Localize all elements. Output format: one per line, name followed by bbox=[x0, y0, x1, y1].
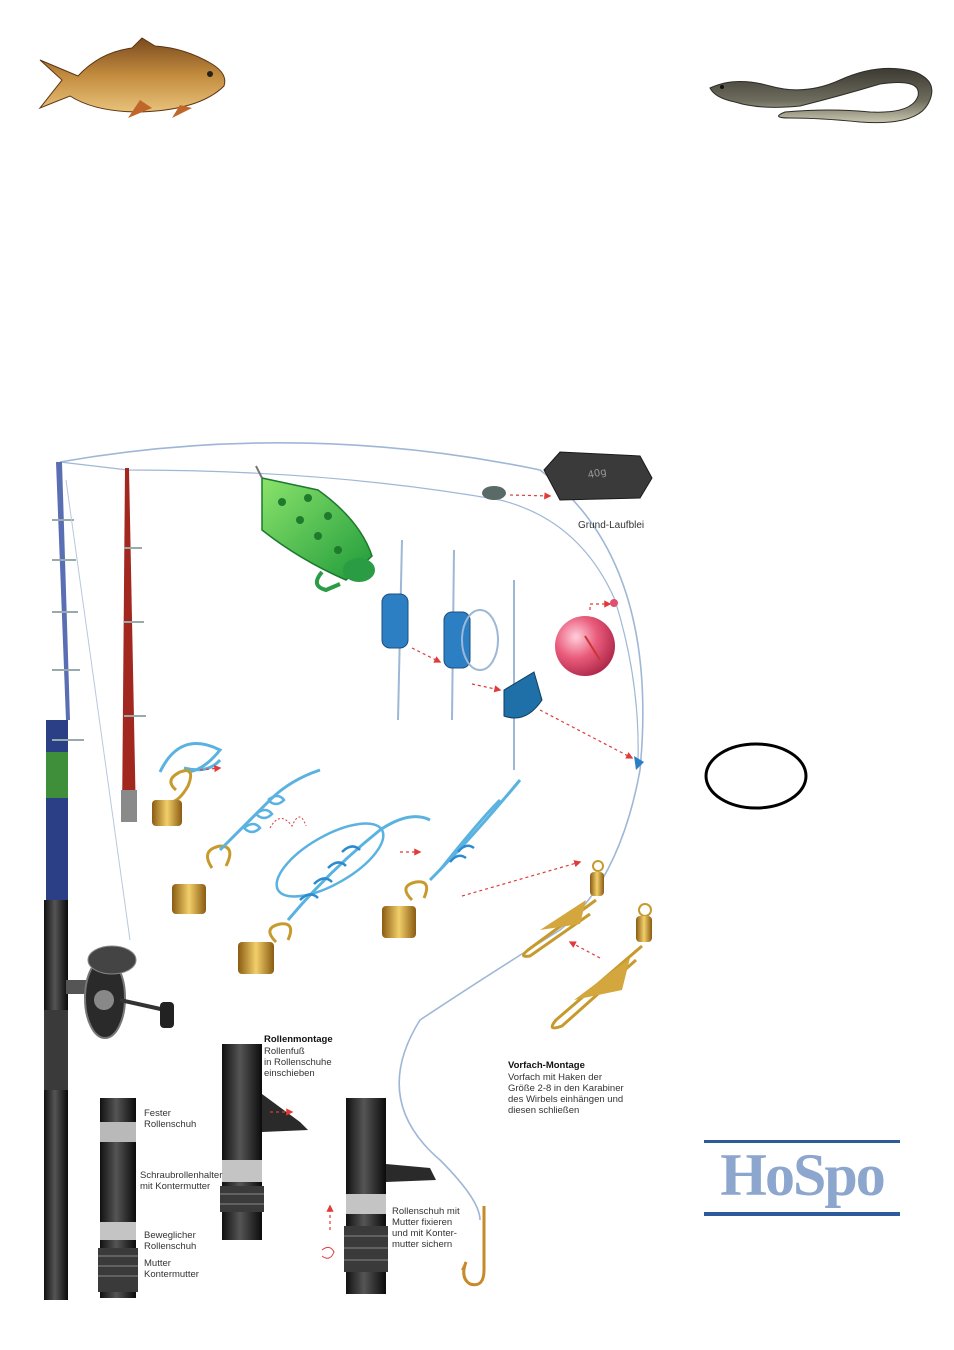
knot-sequence bbox=[152, 742, 582, 974]
logo-bottom-bar bbox=[704, 1212, 900, 1216]
oval-outline bbox=[704, 742, 808, 810]
label-vorfach-title: Vorfach-Montage bbox=[508, 1060, 585, 1071]
hospo-logo: HoSpo bbox=[704, 1140, 900, 1216]
label-schraubrollenhalter: Schraubrollenhalter mit Kontermutter bbox=[140, 1170, 223, 1192]
spinning-reel bbox=[66, 945, 174, 1039]
label-rollenmontage-title: Rollenmontage bbox=[264, 1034, 333, 1045]
snap-swivels bbox=[522, 860, 652, 1030]
main-line bbox=[59, 442, 644, 1221]
label-rollenschuh-fixieren: Rollenschuh mit Mutter fixieren und mit … bbox=[392, 1206, 460, 1250]
carp-illustration bbox=[38, 37, 226, 118]
label-mutter-kontermutter: Mutter Kontermutter bbox=[144, 1258, 199, 1280]
label-fester-rollenschuh: Fester Rollenschuh bbox=[144, 1108, 197, 1130]
label-beweglicher-rollenschuh: Beweglicher Rollenschuh bbox=[144, 1230, 197, 1252]
reel-seat-a bbox=[98, 1098, 138, 1298]
logo-top-bar bbox=[704, 1140, 900, 1143]
red-rod bbox=[121, 468, 146, 822]
sinker-engraving: 40g bbox=[587, 467, 608, 482]
reel-seat-c bbox=[321, 1098, 436, 1294]
sliding-sinker: 40g bbox=[482, 451, 653, 501]
label-rollenmontage-text: Rollenfuß in Rollenschuhe einschieben bbox=[264, 1046, 332, 1079]
eel-illustration bbox=[709, 67, 933, 124]
label-grund-laufblei: Grund-Laufblei bbox=[578, 520, 644, 531]
logo-text: HoSpo bbox=[720, 1142, 885, 1208]
pink-bead bbox=[555, 599, 618, 676]
rubber-stoppers bbox=[381, 539, 644, 770]
label-vorfach-text: Vorfach mit Haken der Größe 2-8 in den K… bbox=[508, 1072, 624, 1116]
telescopic-rod bbox=[44, 462, 131, 1300]
feeder-cage bbox=[255, 465, 375, 593]
fishing-hook bbox=[461, 1206, 486, 1287]
secondary-line bbox=[59, 461, 639, 761]
reel-seat-b bbox=[220, 1044, 308, 1240]
